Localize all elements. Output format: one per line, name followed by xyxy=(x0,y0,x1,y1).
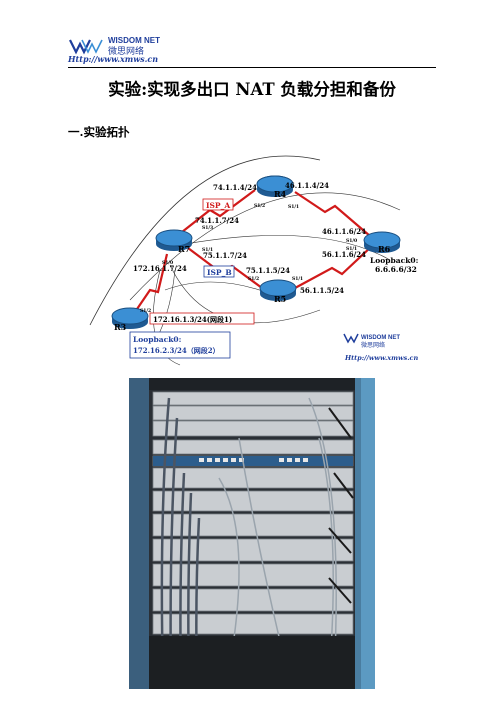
r3-ip: 172.16.1.3/24(网段1) xyxy=(153,315,232,324)
r7-s13: S1/3 xyxy=(202,225,213,231)
r3-s12: S1/2 xyxy=(140,308,151,314)
r5-left-ip: 75.1.1.5/24 xyxy=(246,266,290,275)
header-logo: WISDOM NET 微思网络 xyxy=(68,34,218,64)
r6-s11: S1/1 xyxy=(346,246,357,252)
wisdom-net-logo-icon: WISDOM NET 微思网络 xyxy=(69,36,160,57)
r7-left-ip: 172.16.1.7/24 xyxy=(133,264,187,273)
r7-s10: S1/0 xyxy=(162,260,173,266)
topology-diagram: R4 R7 R6 R5 R3 74.1.1.4/24 S1/2 46.1.1.4… xyxy=(89,155,419,366)
r5-right-ip: 56.1.1.5/24 xyxy=(300,286,344,295)
router-r5-icon xyxy=(259,279,297,301)
isp-b-label: ISP_B xyxy=(207,268,232,277)
r7-right-ip: 75.1.1.7/24 xyxy=(203,251,247,260)
r6-top-ip: 46.1.1.6/24 xyxy=(322,227,366,236)
header-rule xyxy=(68,67,436,68)
r4-right-ip: 46.1.1.4/24 xyxy=(285,181,329,190)
r5-s12: S1/2 xyxy=(248,276,259,282)
router-name-r5: R5 xyxy=(274,294,286,304)
isp-a-label: ISP_A xyxy=(206,201,230,210)
router-name-r4: R4 xyxy=(274,189,287,199)
r7-top-ip: 74.1.1.7/24 xyxy=(195,216,239,225)
watermark-url: Http://www.xmws.cn xyxy=(344,354,418,362)
router-r3-icon xyxy=(111,307,149,329)
r4-left-ip: 74.1.1.4/24 xyxy=(213,183,257,192)
r6-left-ip: 56.1.1.6/24 xyxy=(322,250,366,259)
page-title: 实验:实现多出口 NAT 负载分担和备份 xyxy=(108,80,396,99)
router-r6-icon xyxy=(363,231,401,253)
router-name-r3: R3 xyxy=(114,322,127,332)
logo-text-en: WISDOM NET xyxy=(108,36,160,45)
router-name-r6: R6 xyxy=(378,244,391,254)
r3-loopback-title: Loopback0: xyxy=(133,335,182,344)
logo-text-cn: 微思网络 xyxy=(108,45,144,57)
router-name-r7: R7 xyxy=(178,244,190,254)
router-r4-icon xyxy=(256,175,294,197)
r6-s10: S1/0 xyxy=(346,238,357,244)
r4-s11: S1/1 xyxy=(288,204,299,210)
r4-s12: S1/2 xyxy=(254,203,265,209)
equipment-rack-photo xyxy=(129,378,375,689)
router-r7-icon xyxy=(155,229,193,251)
header-url[interactable]: Http://www.xmws.cn xyxy=(68,54,159,64)
watermark-logo-icon: WISDOM NET 微思网络 xyxy=(343,333,400,349)
watermark-text-cn: 微思网络 xyxy=(361,341,385,349)
r7-s11: S1/1 xyxy=(202,247,213,253)
r5-s11: S1/1 xyxy=(292,276,303,282)
watermark-text-en: WISDOM NET xyxy=(361,335,400,341)
r3-loopback-ip: 172.16.2.3/24（网段2） xyxy=(133,346,220,355)
r6-loopback-ip: 6.6.6.6/32 xyxy=(375,265,417,274)
section-heading: 一.实验拓扑 xyxy=(68,125,130,139)
r6-loopback-title: Loopback0: xyxy=(370,256,419,265)
